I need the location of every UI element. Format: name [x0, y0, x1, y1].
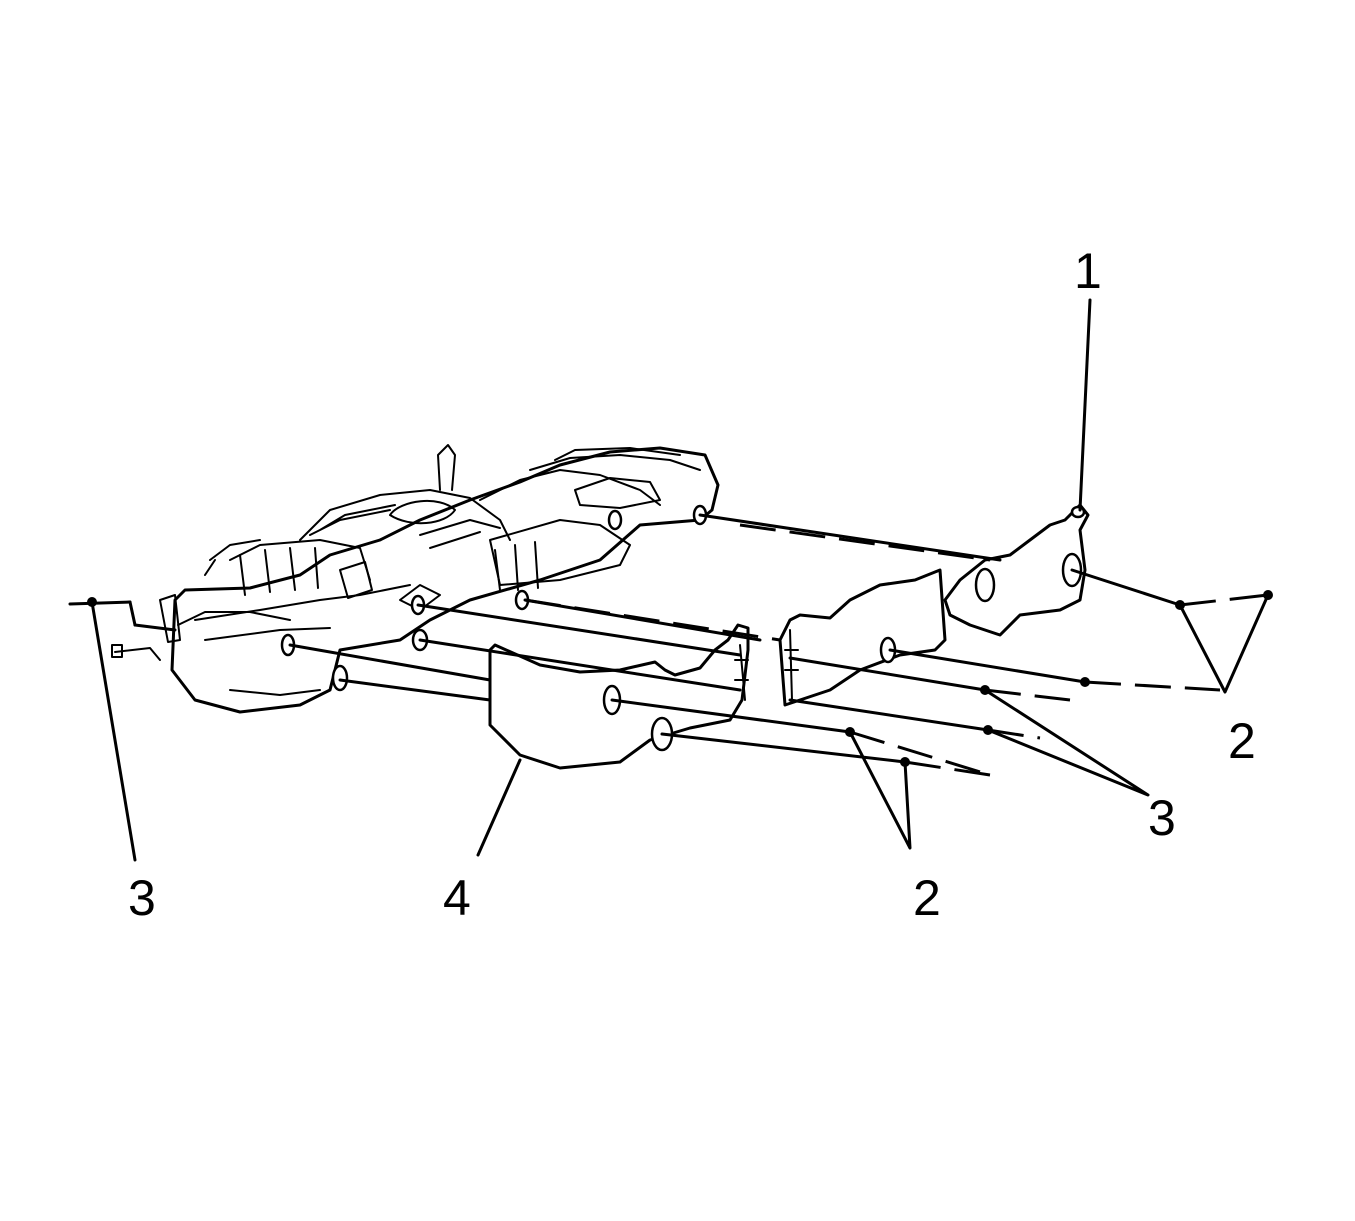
callout-3-left: 3	[128, 870, 156, 926]
callout-2-center: 2	[913, 870, 941, 926]
callout-2-right: 2	[1228, 713, 1256, 769]
callout-3-right: 3	[1148, 790, 1176, 846]
fastener-axis-lines	[68, 513, 1269, 777]
callout-4: 4	[443, 870, 471, 926]
fuel-tank	[111, 444, 720, 714]
center-shield	[488, 623, 750, 770]
leader-lines	[90, 298, 1270, 862]
callout-1: 1	[1074, 243, 1102, 299]
rear-shield	[778, 503, 1090, 707]
